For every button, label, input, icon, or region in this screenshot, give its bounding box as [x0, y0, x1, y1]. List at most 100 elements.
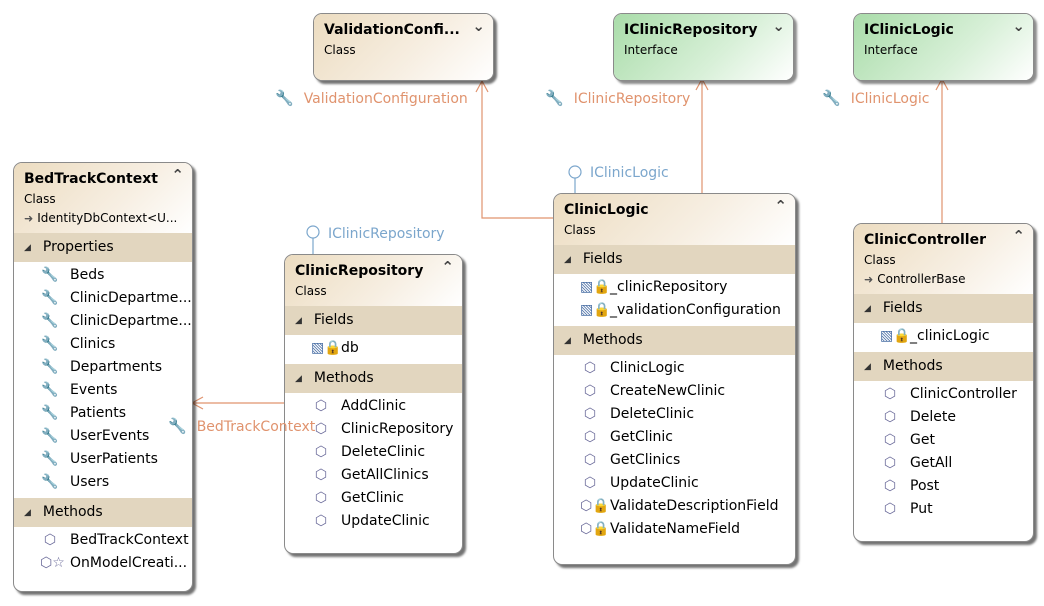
class-header[interactable]: ClinicController Class ➜ControllerBase ⌃	[854, 224, 1033, 294]
member-item[interactable]: 🔧Patients	[14, 402, 192, 425]
member-label: Beds	[70, 267, 105, 283]
interface-header[interactable]: IClinicLogic Interface ⌄	[854, 14, 1033, 80]
member-item[interactable]: 🔧 Events	[14, 379, 192, 402]
member-item[interactable]: ⬡UpdateClinic	[285, 510, 462, 533]
method-icon: ⬡	[583, 360, 597, 376]
member-item[interactable]: ⬡Delete	[854, 406, 1033, 429]
association-label-validationconfiguration[interactable]: 🔧ValidationConfiguration	[275, 90, 468, 107]
class-header[interactable]: ValidationConfi... Class ⌄	[314, 14, 493, 80]
private-field-icon: ▧🔒	[580, 279, 611, 295]
member-label: Put	[910, 501, 933, 517]
section-methods[interactable]: ◢Methods	[554, 326, 795, 355]
collapse-chevron-icon[interactable]: ⌃	[1012, 227, 1025, 245]
section-fields[interactable]: ◢Fields	[854, 294, 1033, 323]
section-methods[interactable]: ◢ Methods	[14, 498, 192, 527]
expand-chevron-icon[interactable]: ⌄	[1012, 17, 1025, 35]
section-title: Methods	[42, 504, 103, 520]
section-fields[interactable]: ◢Fields	[285, 306, 462, 335]
interface-kind: Interface	[624, 43, 678, 57]
section-collapse-triangle-icon[interactable]: ◢	[564, 255, 571, 265]
member-item[interactable]: 🔧UserEvents	[14, 425, 192, 448]
expand-chevron-icon[interactable]: ⌄	[472, 17, 485, 35]
member-item[interactable]: ⬡🔒ValidateNameField	[554, 518, 795, 541]
base-class: ➜IdentityDbContext<U...	[24, 210, 192, 227]
member-item[interactable]: ⬡GetAllClinics	[285, 464, 462, 487]
member-item[interactable]: ⬡🔒ValidateDescriptionField	[554, 495, 795, 518]
member-item[interactable]: ▧🔒_clinicRepository	[554, 276, 795, 299]
member-item[interactable]: ⬡BedTrackContext	[14, 529, 192, 552]
interface-header[interactable]: IClinicRepository Interface ⌄	[614, 14, 793, 80]
member-item[interactable]: ⬡GetClinic	[285, 487, 462, 510]
member-item[interactable]: 🔧Departments	[14, 356, 192, 379]
collapse-chevron-icon[interactable]: ⌃	[171, 166, 184, 184]
member-item[interactable]: 🔧ClinicDepartme...	[14, 287, 192, 310]
base-class-name: IdentityDbContext<U...	[37, 211, 178, 225]
member-label: ClinicDepartme...	[70, 290, 192, 306]
member-item[interactable]: 🔧UserPatients	[14, 448, 192, 471]
member-item[interactable]: ⬡DeleteClinic	[554, 403, 795, 426]
collapse-chevron-icon[interactable]: ⌃	[774, 197, 787, 215]
member-label: ClinicDepartme...	[70, 313, 192, 329]
member-label: ClinicLogic	[610, 360, 685, 376]
interface-icliniclogic[interactable]: IClinicLogic Interface ⌄	[853, 13, 1034, 81]
member-label: UpdateClinic	[341, 513, 430, 529]
section-collapse-triangle-icon[interactable]: ◢	[24, 243, 31, 253]
wrench-icon: 🔧	[41, 382, 59, 398]
class-bedtrackcontext[interactable]: BedTrackContext Class ➜IdentityDbContext…	[13, 162, 193, 592]
association-label-icliniclogic[interactable]: 🔧IClinicLogic	[822, 90, 929, 107]
section-fields[interactable]: ◢Fields	[554, 245, 795, 274]
member-item[interactable]: 🔧Clinics	[14, 333, 192, 356]
collapse-chevron-icon[interactable]: ⌃	[441, 258, 454, 276]
member-item[interactable]: ⬡DeleteClinic	[285, 441, 462, 464]
class-header[interactable]: BedTrackContext Class ➜IdentityDbContext…	[14, 163, 192, 233]
member-label: Events	[70, 382, 118, 398]
member-item[interactable]: ▧🔒_validationConfiguration	[554, 299, 795, 322]
association-label-iclinicrepository[interactable]: 🔧IClinicRepository	[545, 90, 690, 107]
member-item[interactable]: ▧🔒db	[285, 337, 462, 360]
section-methods[interactable]: ◢Methods	[285, 364, 462, 393]
member-item[interactable]: 🔧Beds	[14, 264, 192, 287]
section-collapse-triangle-icon[interactable]: ◢	[24, 508, 31, 518]
association-label-text: ValidationConfiguration	[303, 91, 468, 107]
expand-chevron-icon[interactable]: ⌄	[772, 17, 785, 35]
member-item[interactable]: 🔧Users	[14, 471, 192, 494]
section-collapse-triangle-icon[interactable]: ◢	[864, 304, 871, 314]
class-kind: Class	[324, 43, 356, 57]
section-properties[interactable]: ◢Properties	[14, 233, 192, 262]
member-item[interactable]: ⬡CreateNewClinic	[554, 380, 795, 403]
lollipop-label-iclinicrepository[interactable]: IClinicRepository	[328, 226, 445, 242]
lollipop-label-icliniclogic[interactable]: IClinicLogic	[590, 165, 669, 181]
class-cliniccontroller[interactable]: ClinicController Class ➜ControllerBase ⌃…	[853, 223, 1034, 542]
class-header[interactable]: ClinicRepository Class ⌃	[285, 255, 462, 306]
class-validationconfiguration[interactable]: ValidationConfi... Class ⌄	[313, 13, 494, 81]
wrench-icon: 🔧	[41, 405, 59, 421]
member-item[interactable]: ⬡☆OnModelCreati...	[14, 552, 192, 575]
member-item[interactable]: ▧🔒_clinicLogic	[854, 325, 1033, 348]
section-collapse-triangle-icon[interactable]: ◢	[295, 316, 302, 326]
class-cliniclogic[interactable]: ClinicLogic Class ⌃ ◢Fields▧🔒_clinicRepo…	[553, 193, 796, 565]
section-collapse-triangle-icon[interactable]: ◢	[295, 374, 302, 384]
class-header[interactable]: ClinicLogic Class ⌃	[554, 194, 795, 245]
section-methods[interactable]: ◢Methods	[854, 352, 1033, 381]
member-item[interactable]: ⬡GetClinics	[554, 449, 795, 472]
section-collapse-triangle-icon[interactable]: ◢	[564, 336, 571, 346]
member-label: DeleteClinic	[610, 406, 695, 422]
member-item[interactable]: ⬡ClinicController	[854, 383, 1033, 406]
member-item[interactable]: ⬡Post	[854, 475, 1033, 498]
member-item[interactable]: ⬡ ClinicLogic	[554, 357, 795, 380]
association-label-bedtrackcontext[interactable]: 🔧BedTrackContext	[168, 418, 315, 435]
wrench-icon: 🔧	[41, 313, 59, 329]
member-item[interactable]: ⬡GetClinic	[554, 426, 795, 449]
member-item[interactable]: ⬡ClinicRepository	[285, 418, 462, 441]
class-clinicrepository[interactable]: ClinicRepository Class ⌃ ◢Fields▧🔒db ◢Met…	[284, 254, 463, 554]
interface-iclinicrepository[interactable]: IClinicRepository Interface ⌄	[613, 13, 794, 81]
section-collapse-triangle-icon[interactable]: ◢	[864, 362, 871, 372]
member-item[interactable]: ⬡AddClinic	[285, 395, 462, 418]
member-item[interactable]: ⬡Get	[854, 429, 1033, 452]
lollipop-label-text: IClinicLogic	[590, 165, 669, 181]
member-item[interactable]: ⬡Put	[854, 498, 1033, 521]
member-item[interactable]: ⬡UpdateClinic	[554, 472, 795, 495]
member-item[interactable]: ⬡GetAll	[854, 452, 1033, 475]
member-item[interactable]: 🔧 ClinicDepartme...	[14, 310, 192, 333]
member-list: ⬡ClinicController⬡Delete⬡Get⬡GetAll⬡Post…	[854, 381, 1033, 525]
